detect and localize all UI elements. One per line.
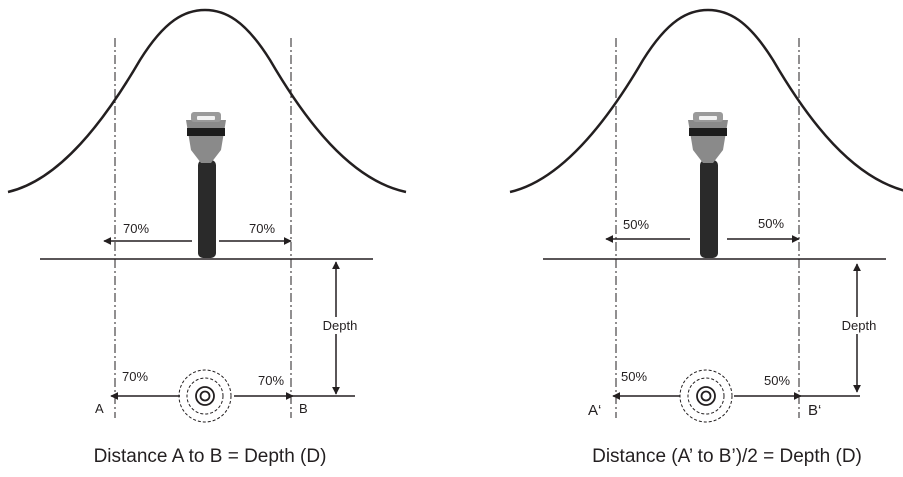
left-panel: 70% 70% Depth 70% 70% A B Distance A to … (7, 8, 407, 467)
buried-target-icon (178, 369, 232, 423)
signal-bell-curve (7, 8, 407, 194)
point-b-label: B (299, 401, 308, 416)
left-caption: Distance A to B = Depth (D) (94, 446, 327, 467)
point-b-prime-label: B‘ (808, 402, 821, 419)
depth-label: Depth (323, 318, 358, 333)
upper-right-percent: 50% (758, 216, 784, 231)
upper-right-percent: 70% (249, 221, 275, 236)
upper-left-percent: 70% (123, 221, 149, 236)
upper-left-percent: 50% (623, 217, 649, 232)
locator-icon (186, 112, 226, 258)
point-a-prime-label: A‘ (588, 402, 601, 419)
lower-left-percent: 50% (621, 369, 647, 384)
lower-right-percent: 70% (258, 373, 284, 388)
lower-left-percent: 70% (122, 369, 148, 384)
locator-icon (688, 112, 728, 258)
right-caption: Distance (A’ to B’)/2 = Depth (D) (592, 446, 862, 467)
signal-bell-curve (509, 8, 903, 194)
point-a-label: A (95, 401, 104, 416)
depth-label: Depth (842, 318, 877, 333)
lower-right-percent: 50% (764, 373, 790, 388)
buried-target-icon (679, 369, 733, 423)
right-panel: 50% 50% Depth 50% 50% A‘ B‘ Distance (A’… (509, 8, 903, 467)
